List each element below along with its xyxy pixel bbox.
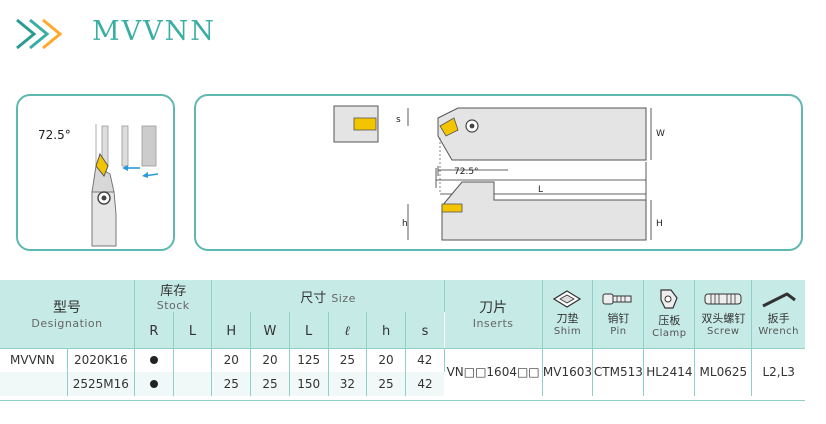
stock-l-cell (173, 348, 213, 372)
col-ell-header: ℓ (328, 312, 368, 348)
dimension-drawing: s 72.5° ℓ L W h H (333, 105, 665, 241)
dimension-drawing-panel: s 72.5° ℓ L W h H (194, 94, 803, 251)
wrench-icon (762, 292, 796, 308)
s-cell: 42 (405, 348, 445, 372)
in-stock-dot (149, 356, 158, 365)
shim-icon (553, 290, 582, 308)
stock-r-header: R (134, 312, 174, 348)
stock-header: 库存 Stock (134, 280, 213, 312)
dim-l-label: L (538, 185, 543, 195)
in-stock-dot (149, 380, 158, 388)
W-cell: 20 (250, 348, 290, 372)
s-cell: 42 (405, 372, 445, 396)
H-cell: 20 (211, 348, 252, 372)
H-cell: 25 (211, 372, 252, 396)
dim-angle-label: 72.5° (454, 167, 479, 177)
shim-header: 刀垫 Shim (542, 280, 594, 348)
pin-icon (602, 293, 632, 305)
insert-code-cell: VN□□1604□□ (444, 348, 543, 396)
col-L-header: L (289, 312, 329, 348)
wrench-header: 扳手 Wrench (751, 280, 805, 348)
dim-w-label: W (656, 129, 665, 139)
screw-header: 双头螺钉 Screw (694, 280, 753, 348)
col-H-header: H (211, 312, 252, 348)
screw-code-cell: ML0625 (694, 348, 753, 396)
series-cell: MVVNN (0, 348, 68, 372)
designation-header: 型号 Designation (0, 280, 135, 348)
wrench-code-cell: L2,L3 (751, 348, 805, 396)
double-chevron-icon (16, 18, 63, 50)
dim-h-label: h (402, 219, 408, 229)
W-cell: 25 (250, 372, 290, 396)
screw-icon (704, 293, 742, 305)
inserts-header: 刀片 Inserts (444, 280, 543, 348)
L-cell: 125 (289, 348, 329, 372)
col-W-header: W (250, 312, 290, 348)
series-cell (0, 372, 68, 396)
col-h-header: h (366, 312, 406, 348)
size-header: 尺寸 Size (211, 280, 445, 312)
clamp-icon (660, 289, 679, 309)
clamp-code-cell: HL2414 (643, 348, 696, 396)
dim-s-label: s (396, 115, 401, 125)
table-bottom-rule (0, 400, 805, 401)
col-s-header: s (405, 312, 445, 348)
pin-code-cell: CTM513 (592, 348, 645, 396)
spec-table: 型号 Designation 库存 Stock 尺寸 Size 刀片 Inser… (0, 280, 805, 396)
title-logo (14, 14, 74, 54)
ell-cell: 25 (328, 348, 368, 372)
stock-r-cell (134, 348, 174, 372)
model-cell: 2020K16 (67, 348, 135, 372)
angle-label: 72.5° (38, 128, 71, 142)
L-cell: 150 (289, 372, 329, 396)
page-title: MVVNN (92, 16, 216, 47)
stock-r-cell (134, 372, 174, 396)
clamp-header: 压板 Clamp (643, 280, 696, 348)
model-cell: 2525M16 (67, 372, 135, 396)
dim-H-label: H (656, 219, 663, 229)
h-cell: 25 (366, 372, 406, 396)
ell-cell: 32 (328, 372, 368, 396)
pin-header: 销钉 Pin (592, 280, 645, 348)
angle-view-panel: 72.5° (16, 94, 175, 251)
h-cell: 20 (366, 348, 406, 372)
shim-code-cell: MV1603 (542, 348, 594, 396)
table-row: MVVNN 2020K16 20 20 125 25 20 42 VN□□160… (0, 348, 805, 396)
stock-l-header: L (173, 312, 213, 348)
table-row: 2525M16 25 25 150 32 25 42 (0, 372, 805, 396)
stock-l-cell (173, 372, 213, 396)
angle-view-drawing (91, 124, 159, 247)
